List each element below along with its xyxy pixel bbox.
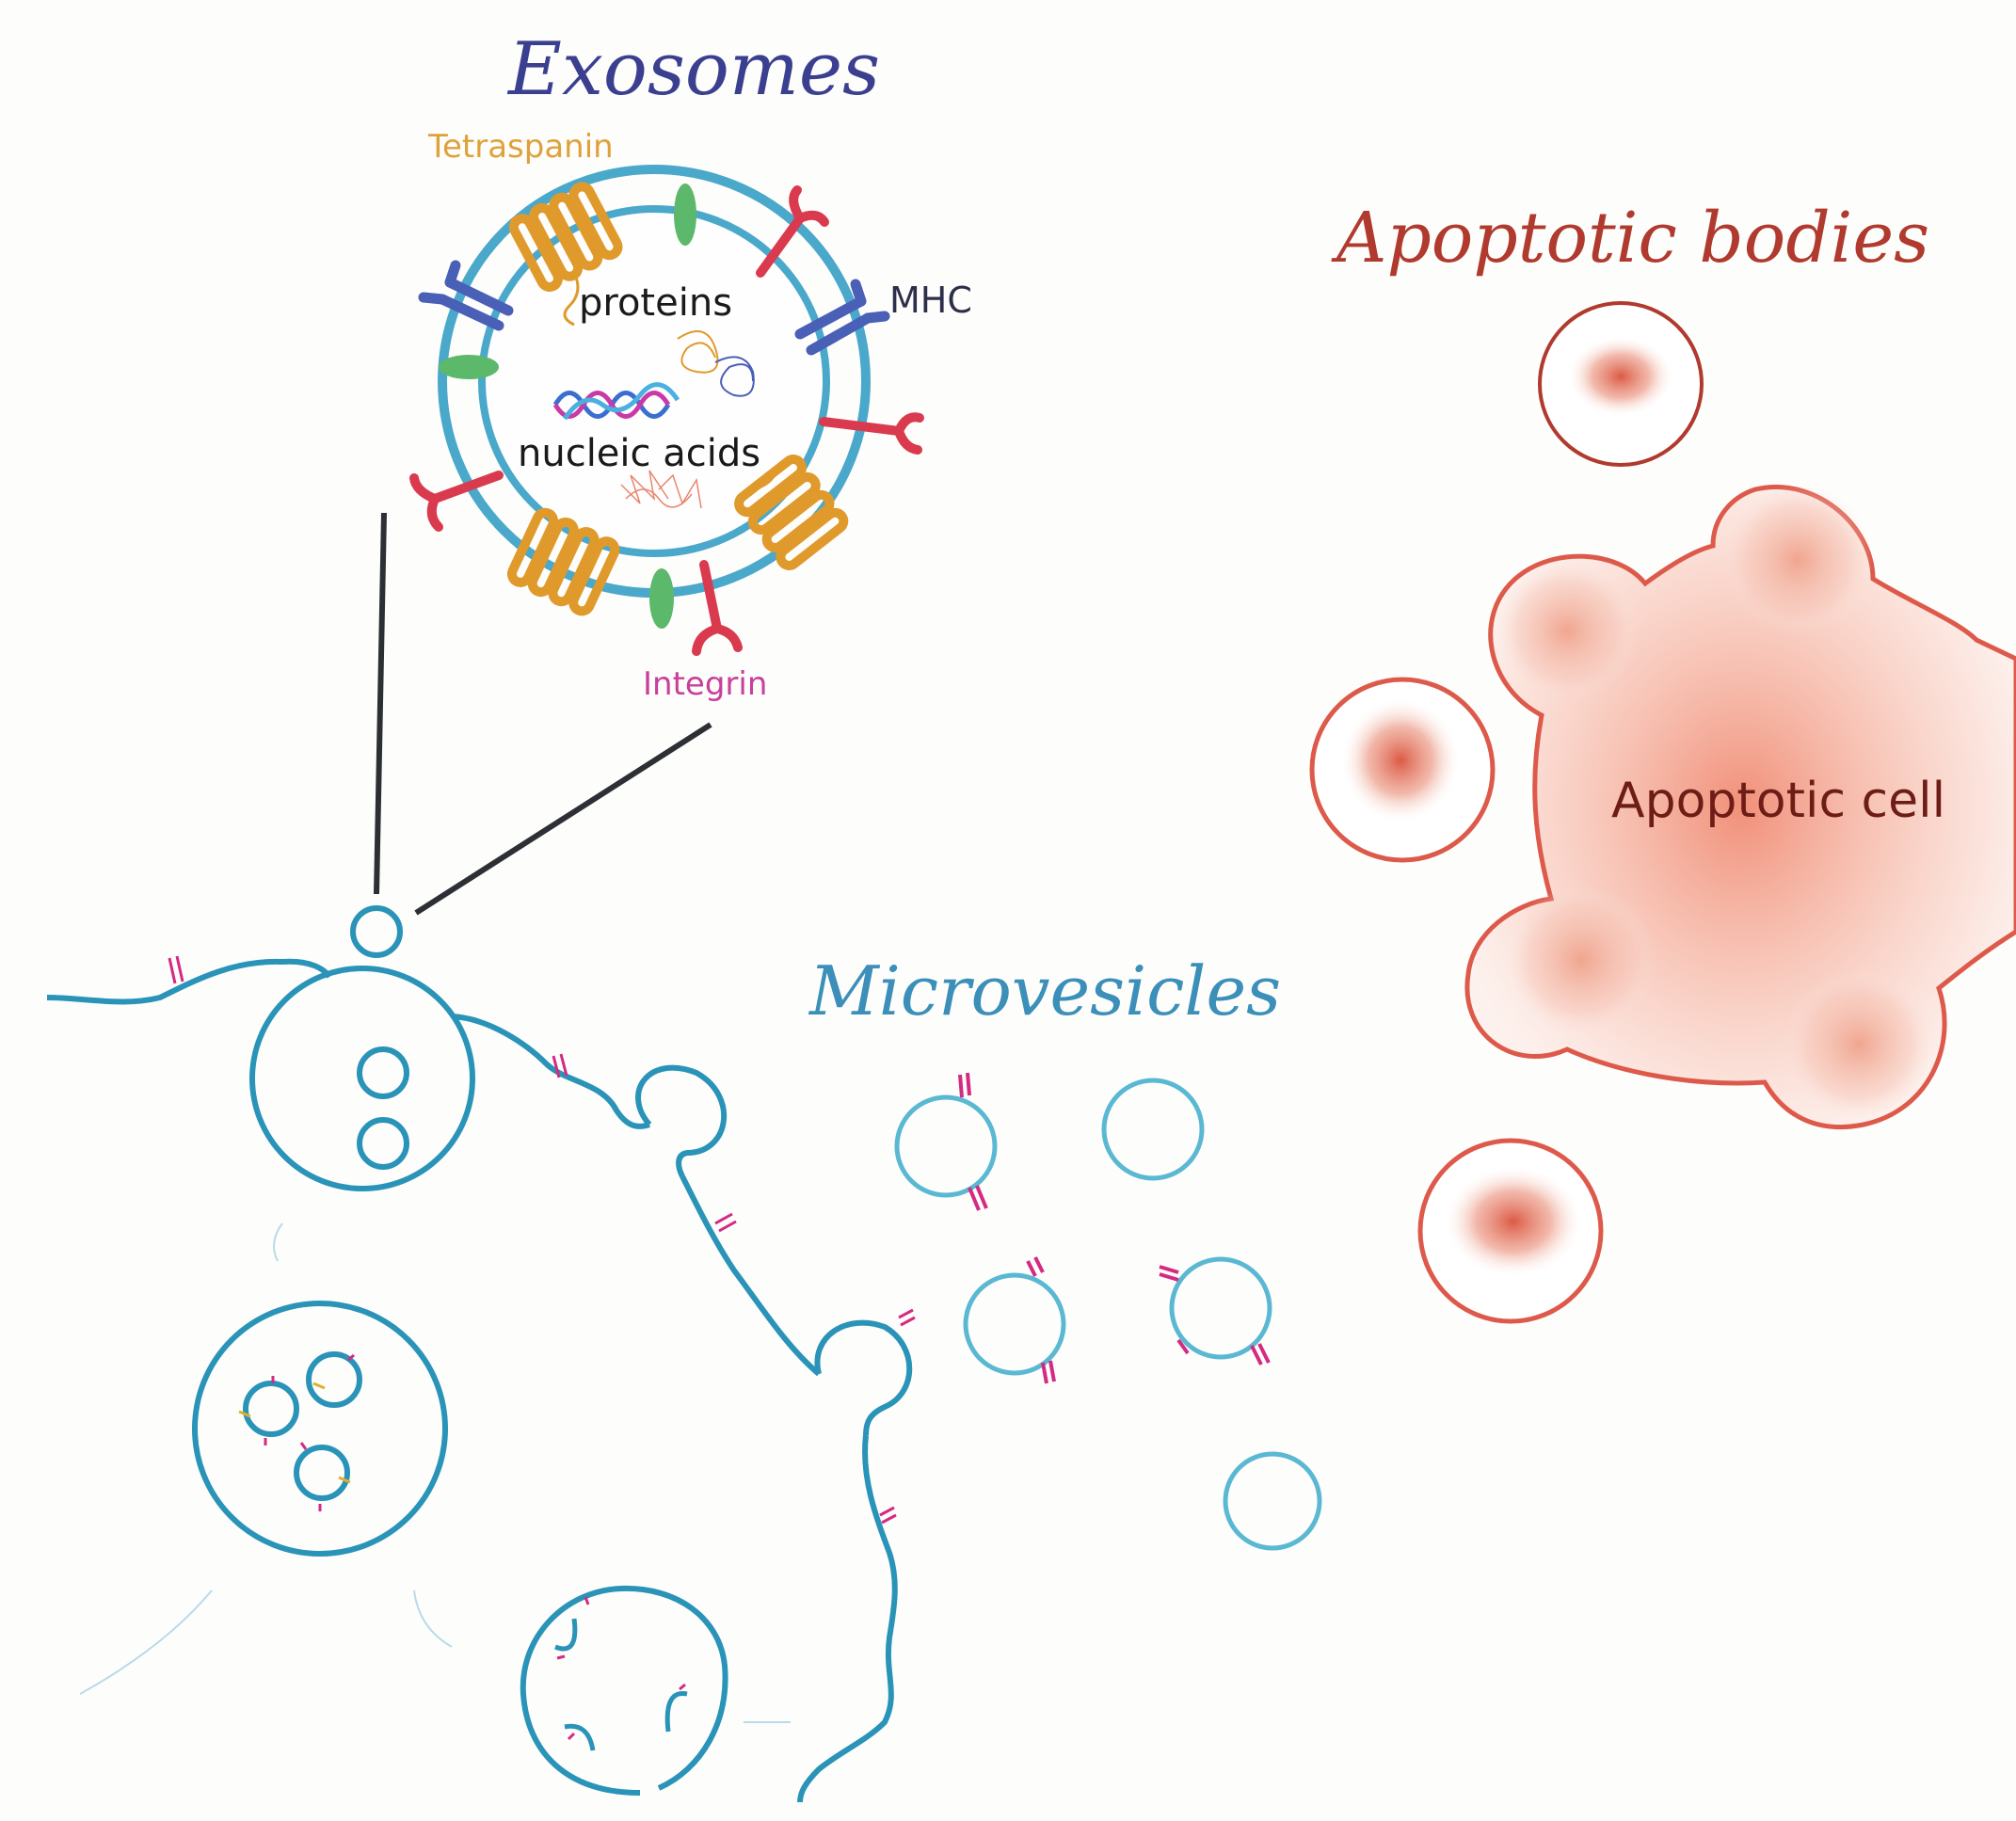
- integrin-protein: [819, 412, 924, 455]
- connector-line: [414, 722, 712, 916]
- tetraspanin-label: Tetraspanin: [427, 128, 614, 166]
- membrane-protein-green: [649, 568, 674, 629]
- tetraspanin-tail: [563, 272, 580, 327]
- apoptotic-body: [1538, 301, 1704, 467]
- apoptotic-bleb: [1496, 560, 1638, 701]
- membrane-protein-green: [674, 184, 696, 246]
- vesicle-marker: [238, 1382, 351, 1484]
- microvesicle: [1169, 1256, 1272, 1360]
- exosome-detail: Tetraspanin proteins MHC nucleic acids I…: [374, 128, 972, 916]
- vesicle-marker: [556, 1596, 686, 1741]
- connector-line: [374, 512, 387, 895]
- fusing-multivesicular-body: [520, 1585, 728, 1796]
- exosome-inner-membrane: [478, 205, 830, 557]
- microvesicle: [1223, 1451, 1322, 1551]
- mhc-protein: [794, 279, 890, 356]
- integrin-protein: [756, 185, 829, 278]
- nucleic-acid-tangle: [620, 470, 702, 509]
- apoptotic-body: [1309, 677, 1496, 863]
- membrane-protein-green: [439, 355, 499, 379]
- tetraspanin-tail: [752, 458, 796, 491]
- budding-exosome: [350, 905, 403, 958]
- tetraspanin-protein: [506, 507, 620, 616]
- intraluminal-vesicle: [357, 1046, 409, 1099]
- nucleic-acids-label: nucleic acids: [518, 432, 760, 475]
- membrane-invagination: [554, 1618, 688, 1751]
- apoptotic-cell: Apoptotic cell: [1464, 485, 2016, 1130]
- receptor-marks: [168, 955, 916, 1525]
- integrin-protein: [692, 560, 743, 656]
- cell-membrane: [46, 958, 913, 1803]
- integrin-label: Integrin: [643, 665, 767, 703]
- microvesicles-group: [894, 1078, 1322, 1551]
- apoptotic-body: [1417, 1138, 1604, 1324]
- proteins-label: proteins: [579, 281, 732, 325]
- microvesicle: [894, 1094, 998, 1198]
- integrin-protein: [409, 471, 504, 532]
- intraluminal-vesicle: [243, 1381, 299, 1437]
- multivesicular-body: [249, 966, 475, 1191]
- exosomes-title: Exosomes: [506, 27, 880, 112]
- apoptotic-bleb: [1506, 885, 1656, 1035]
- protein-tangle: [677, 330, 755, 397]
- apoptotic-bleb: [1722, 485, 1873, 635]
- microvesicle: [1101, 1078, 1205, 1181]
- apoptotic-bodies-title: Apoptotic bodies: [1331, 198, 1929, 279]
- intraluminal-vesicle: [306, 1351, 362, 1408]
- intraluminal-vesicle: [294, 1445, 350, 1501]
- apoptotic-cell-label: Apoptotic cell: [1611, 773, 1945, 829]
- intraluminal-vesicle: [357, 1117, 409, 1170]
- microvesicle-receptor-marks: [958, 1072, 1271, 1384]
- vesicle-marker: [264, 1353, 355, 1511]
- faint-membrane-fragment: [79, 1222, 791, 1723]
- tetraspanin-protein: [508, 182, 623, 292]
- microvesicle: [963, 1272, 1066, 1376]
- apoptotic-bleb: [1784, 969, 1934, 1120]
- nucleic-acid-helix: [552, 382, 680, 421]
- microvesicles-title: Microvesicles: [808, 951, 1281, 1030]
- mhc-protein: [418, 260, 514, 331]
- multivesicular-body: [192, 1301, 448, 1557]
- mhc-label: MHC: [889, 280, 972, 321]
- tetraspanin-protein: [734, 455, 849, 570]
